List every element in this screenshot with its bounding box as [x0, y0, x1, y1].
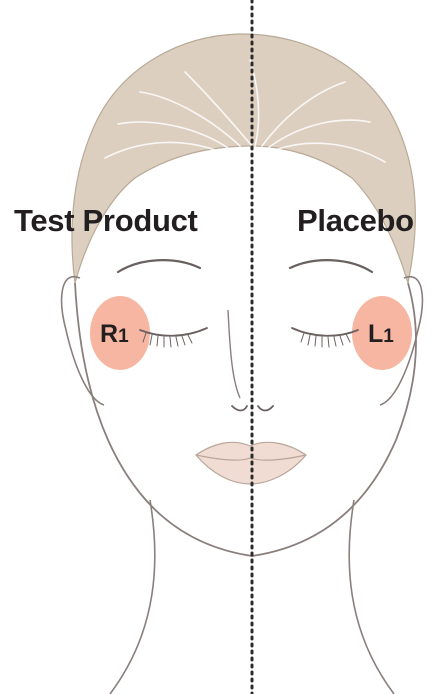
zone-letter: L — [368, 320, 383, 348]
zone-letter: R — [100, 320, 118, 348]
left-eyebrow — [118, 260, 200, 272]
zone-label-r1: R1 — [100, 322, 129, 347]
right-eye — [292, 328, 358, 336]
nose-bridge — [228, 310, 240, 398]
left-eye — [140, 328, 207, 336]
hair — [72, 34, 415, 283]
neck-right — [349, 500, 394, 694]
test-product-label: Test Product — [14, 205, 198, 236]
right-eyebrow — [290, 260, 372, 272]
zone-number: 1 — [118, 326, 129, 347]
zone-label-l1: L1 — [368, 322, 394, 347]
neck-left — [110, 500, 155, 694]
zone-number: 1 — [383, 326, 394, 347]
placebo-label: Placebo — [297, 205, 414, 236]
